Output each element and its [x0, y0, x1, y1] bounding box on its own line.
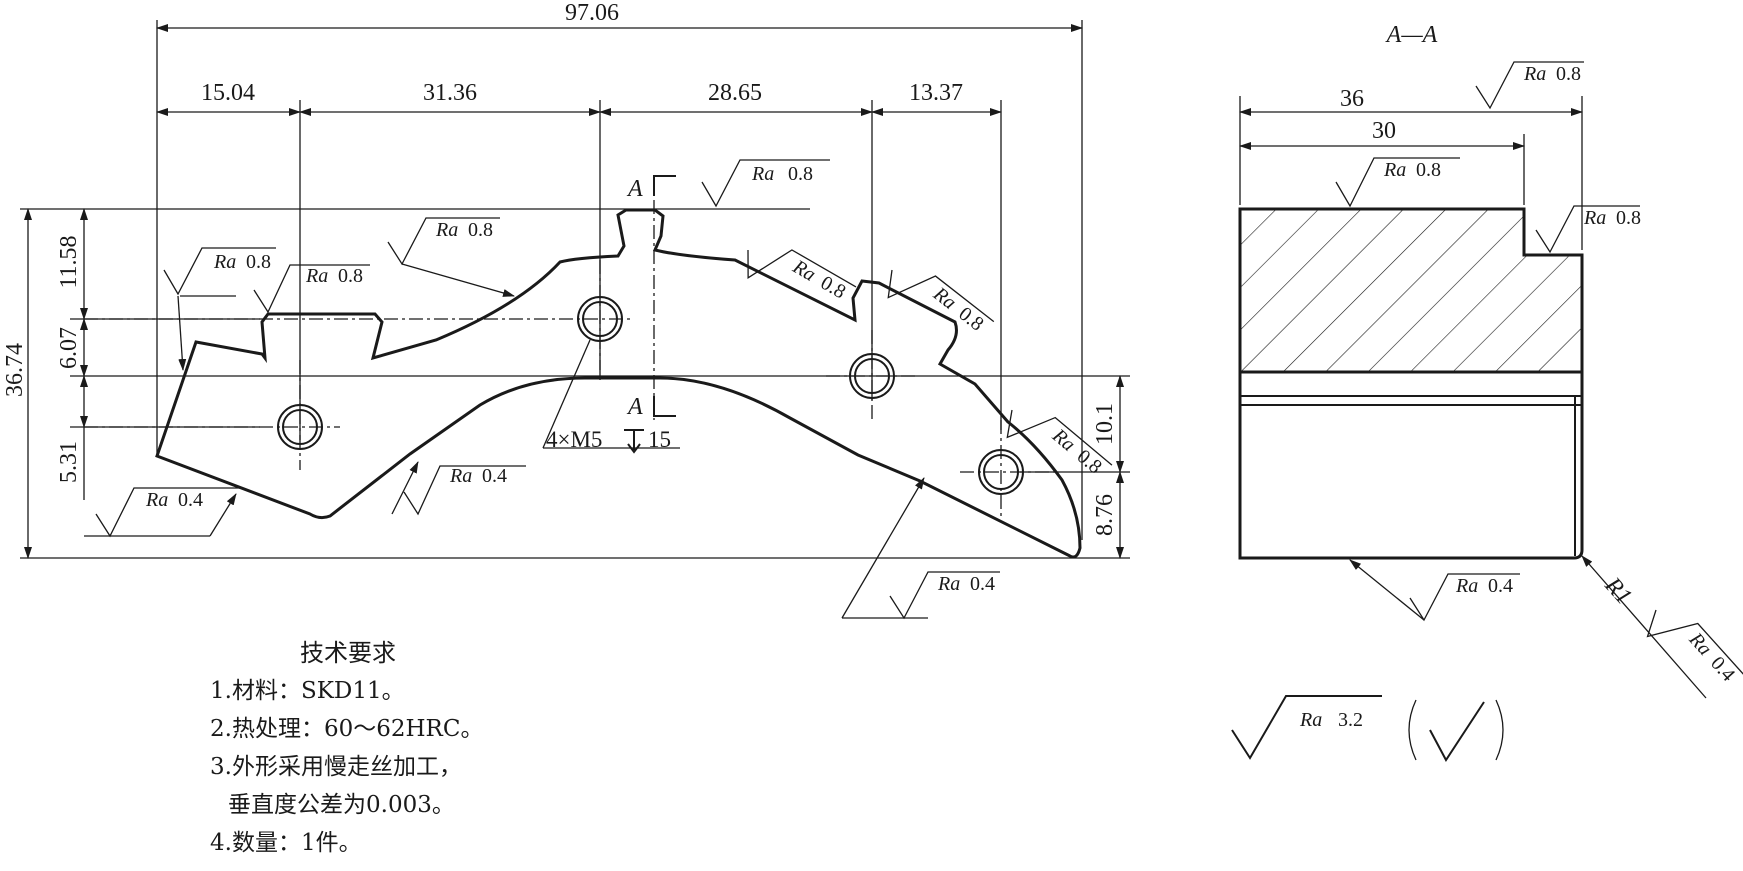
- ra-lower-slope: Ra 0.4: [841, 477, 1000, 620]
- svg-text:Ra: Ra: [1523, 63, 1546, 85]
- hole-depth: 15: [648, 427, 671, 452]
- part-outline: [155, 208, 1082, 559]
- dim-height-3: 5.31: [56, 441, 82, 483]
- section-body: [1238, 372, 1584, 560]
- front-view: 97.06 15.04 31.36 28.65 13.37 36.74 11.5…: [2, 0, 1130, 620]
- dim-seg-4: 13.37: [909, 80, 963, 106]
- svg-text:Ra: Ra: [213, 251, 236, 273]
- svg-text:Ra: Ra: [937, 573, 960, 595]
- section-view: A—A 36 30 Ra 0.8 Ra 0.8: [1238, 22, 1743, 699]
- svg-text:0.8: 0.8: [1616, 207, 1641, 229]
- svg-text:Ra: Ra: [435, 219, 458, 241]
- section-marker-top: A: [626, 176, 643, 202]
- hole-callout-leader: [542, 339, 680, 449]
- ra-section-bottom-face: Ra 0.4: [1349, 559, 1520, 622]
- general-roughness-value: 3.2: [1338, 709, 1363, 731]
- note-item: 2.热处理：60～62HRC。: [210, 716, 484, 742]
- svg-text:0.8: 0.8: [338, 265, 363, 287]
- dim-section-inner-width: 30: [1372, 118, 1396, 144]
- svg-text:0.4: 0.4: [178, 489, 203, 511]
- general-roughness: Ra 3.2: [1231, 695, 1504, 762]
- dim-corner-radius: R1: [1599, 572, 1637, 610]
- ra-section-inner-step: Ra 0.8: [1335, 157, 1460, 208]
- svg-text:Ra: Ra: [305, 265, 328, 287]
- svg-text:Ra: Ra: [751, 163, 774, 185]
- svg-text:0.8: 0.8: [954, 303, 987, 336]
- ra-mid-bottom: Ra 0.4: [391, 461, 526, 516]
- vertical-dimensions: [24, 208, 1124, 559]
- extension-lines: [20, 20, 1130, 559]
- svg-text:Ra: Ra: [449, 465, 472, 487]
- svg-text:Ra: Ra: [788, 255, 819, 286]
- section-marker-bottom: A: [626, 394, 643, 420]
- svg-text:0.8: 0.8: [1416, 159, 1441, 181]
- note-item: 3.外形采用慢走丝加工，: [210, 754, 462, 780]
- note-item: 4.数量：1件。: [210, 830, 362, 856]
- hole-3: [849, 353, 895, 399]
- hole-1: [277, 404, 323, 450]
- depth-symbol: [624, 429, 644, 454]
- dim-height-1: 11.58: [56, 235, 82, 288]
- hole-callout: 4×M5: [546, 427, 602, 452]
- threaded-holes: [277, 296, 1024, 495]
- note-item: 1.材料：SKD11。: [210, 678, 405, 704]
- svg-text:Ra: Ra: [145, 489, 168, 511]
- dim-overall-length: 97.06: [565, 0, 619, 26]
- svg-text:0.4: 0.4: [970, 573, 995, 595]
- ra-left-slot-left: Ra 0.8: [163, 247, 276, 371]
- notes-title: 技术要求: [300, 639, 396, 667]
- dim-right-height-2: 8.76: [1092, 494, 1118, 536]
- ra-section-top-face: Ra 0.8: [1475, 61, 1584, 110]
- svg-text:Ra: Ra: [1684, 628, 1716, 660]
- ra-section-step-face: Ra 0.8: [1535, 205, 1641, 254]
- section-view-label: A—A: [1385, 22, 1438, 48]
- dim-overall-height: 36.74: [2, 343, 28, 397]
- dim-section-width: 36: [1340, 86, 1364, 112]
- svg-text:Ra: Ra: [1299, 709, 1322, 731]
- svg-text:0.8: 0.8: [817, 272, 850, 304]
- dim-seg-1: 15.04: [201, 80, 255, 106]
- svg-text:0.4: 0.4: [1706, 652, 1739, 685]
- dim-right-height-1: 10.1: [1092, 403, 1118, 445]
- svg-text:0.8: 0.8: [246, 251, 271, 273]
- ra-right-slot-b: Ra 0.8: [887, 269, 995, 336]
- section-extension-lines: [1239, 96, 1583, 250]
- svg-text:0.8: 0.8: [788, 163, 813, 185]
- ra-upper-slope: Ra 0.8: [387, 217, 515, 297]
- section-cut-marker: [653, 175, 676, 417]
- ra-section-corner: R1 Ra 0.4: [1581, 555, 1743, 699]
- svg-text:0.8: 0.8: [468, 219, 493, 241]
- svg-text:0.4: 0.4: [482, 465, 507, 487]
- svg-text:Ra: Ra: [1383, 159, 1406, 181]
- ra-top-slot: Ra 0.8: [701, 159, 830, 208]
- dim-seg-3: 28.65: [708, 80, 762, 106]
- dim-height-2: 6.07: [56, 327, 82, 369]
- hatched-section: [1238, 207, 1584, 374]
- hole-4: [978, 449, 1024, 495]
- svg-text:Ra: Ra: [1047, 424, 1079, 456]
- svg-text:Ra: Ra: [1455, 575, 1478, 597]
- check-icon: [1429, 701, 1485, 762]
- dim-seg-2: 31.36: [423, 80, 477, 106]
- ra-left-slot-right: Ra 0.8: [253, 264, 370, 314]
- svg-text:0.8: 0.8: [1556, 63, 1581, 85]
- section-body-lines: [1240, 395, 1582, 556]
- svg-text:Ra: Ra: [1583, 207, 1606, 229]
- svg-text:0.8: 0.8: [1073, 445, 1106, 478]
- technical-requirements: 技术要求 1.材料：SKD11。 2.热处理：60～62HRC。 3.外形采用慢…: [210, 634, 630, 862]
- center-lines: [84, 200, 1060, 520]
- hole-2: [577, 296, 623, 342]
- ra-left-bottom: Ra 0.4: [84, 487, 240, 538]
- horizontal-dimensions: [156, 24, 1083, 116]
- svg-text:0.4: 0.4: [1488, 575, 1513, 597]
- note-item: 垂直度公差为0.003。: [228, 792, 455, 818]
